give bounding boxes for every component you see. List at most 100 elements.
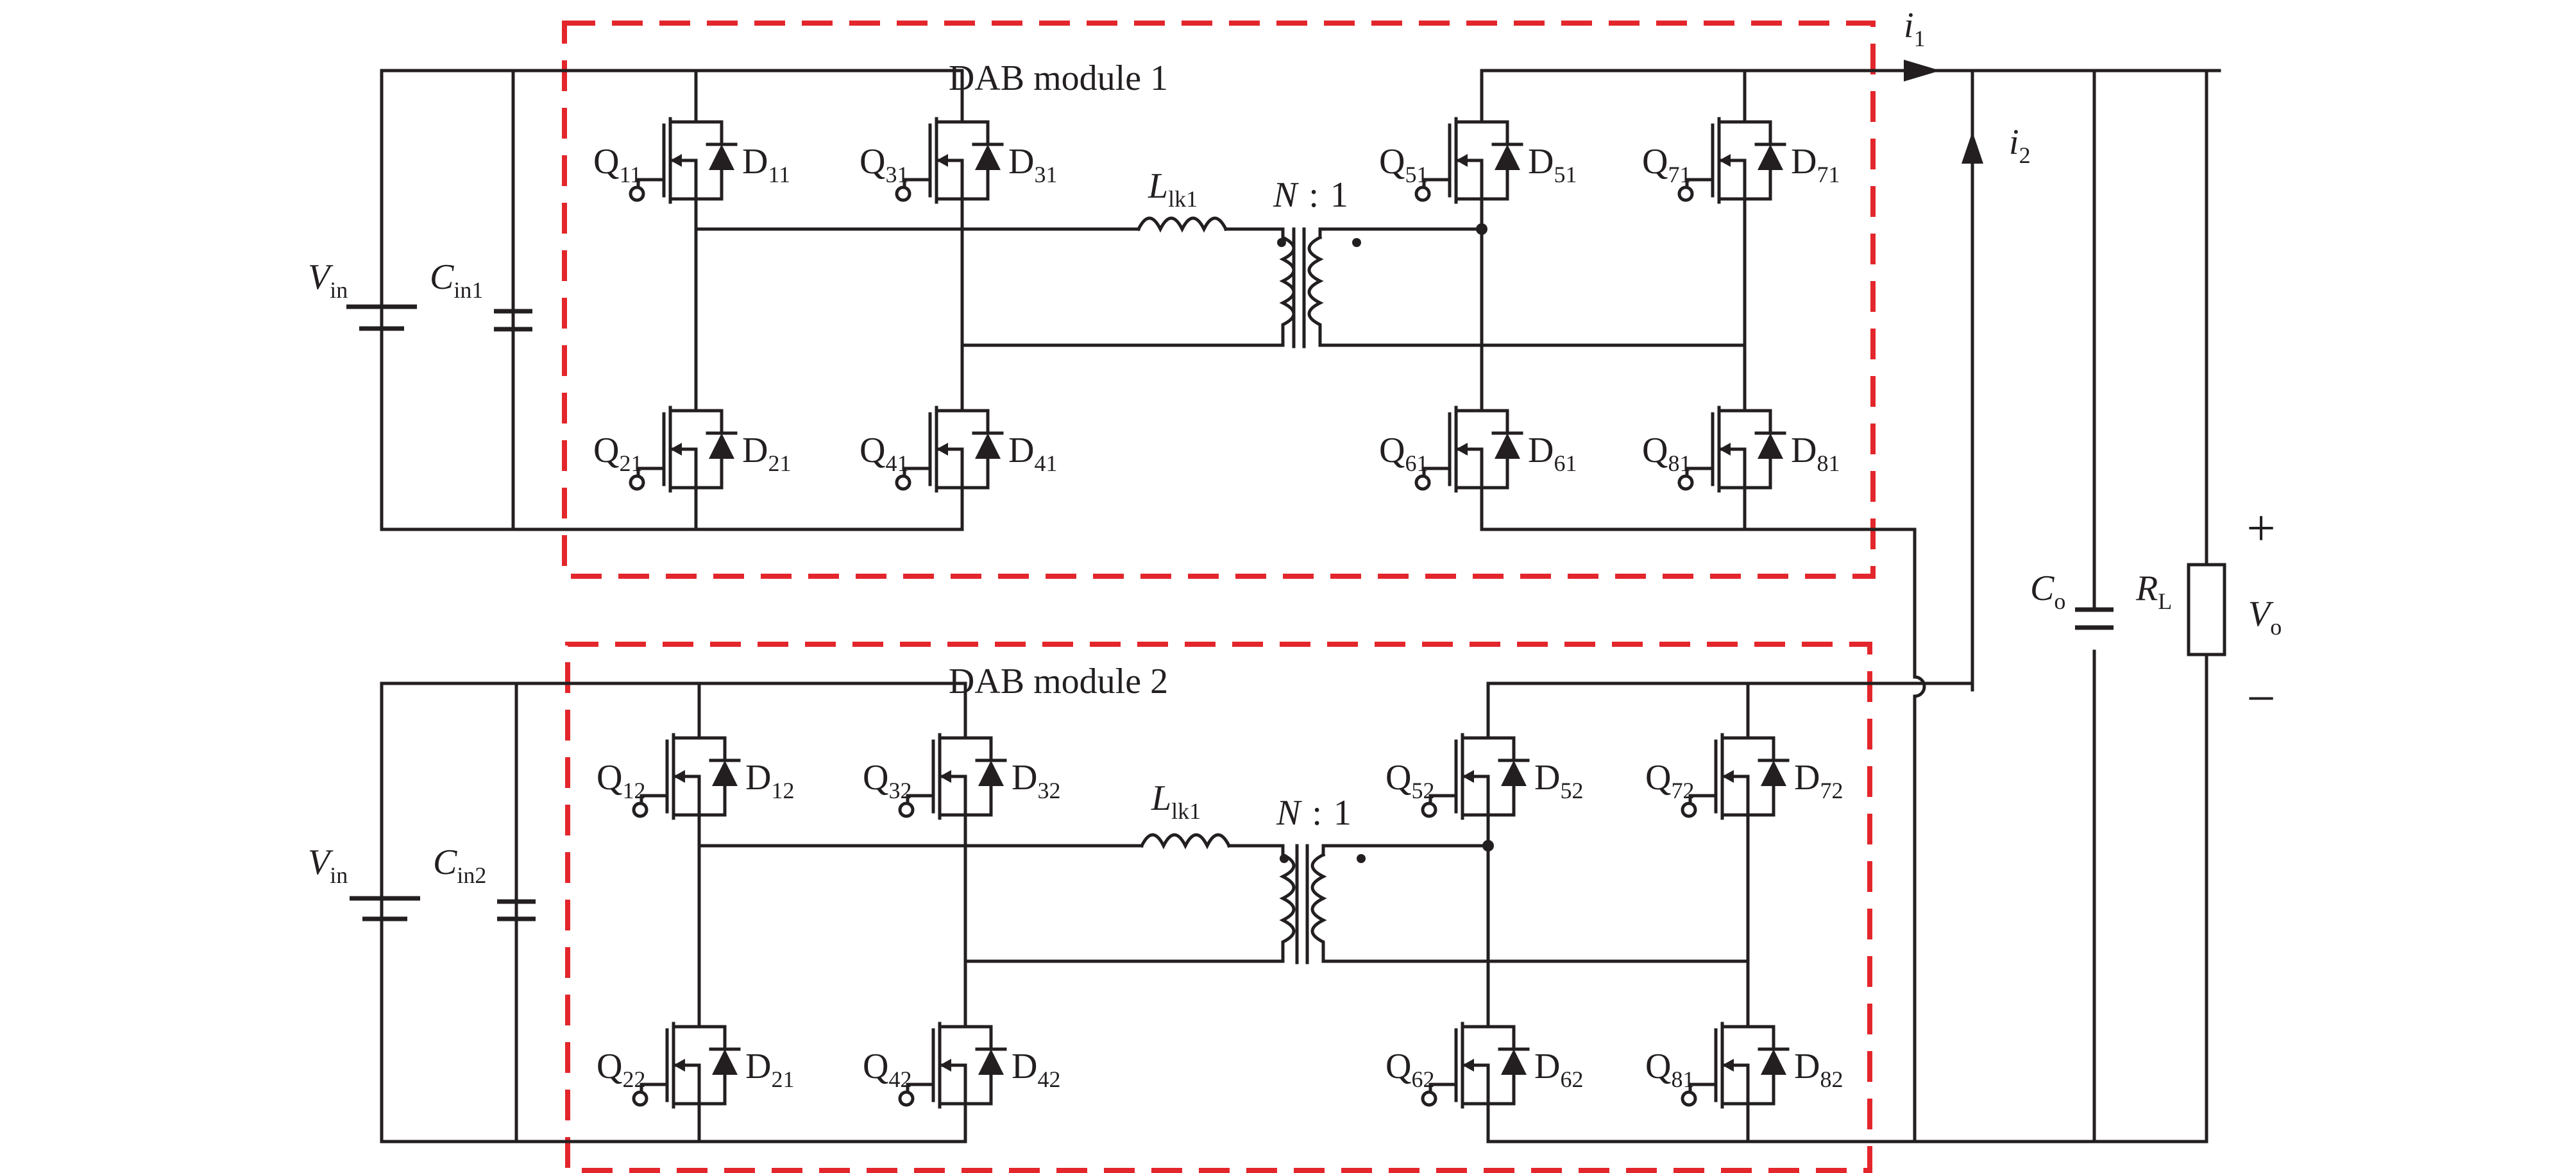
module-2-border [565, 642, 1872, 1173]
i1-arrow-icon [1904, 60, 1940, 81]
diode-label: D31 [1008, 142, 1057, 187]
mosfet-arrow [936, 154, 948, 167]
diode-label: D71 [1791, 142, 1840, 187]
diode-bar [709, 758, 741, 794]
switch-label: Q42 [863, 1047, 911, 1092]
mosfet-arrow [1456, 443, 1468, 456]
module-2-title: DAB module 2 [949, 662, 1168, 701]
module-1-junction [1476, 223, 1487, 235]
mosfet-arrow [674, 1059, 685, 1072]
diode-bar [1754, 431, 1786, 467]
module-2-secondary-bridge-wiring [1486, 681, 2208, 1143]
switch-label: Q21 [593, 431, 642, 476]
diode-label: D21 [742, 431, 791, 476]
gate-terminal [632, 801, 648, 818]
module-1-input-wiring [380, 69, 964, 531]
gate-terminal [1677, 474, 1694, 491]
mosfet-arrow [1456, 154, 1468, 167]
diode-bar [975, 1047, 1007, 1083]
switch-label: Q41 [860, 431, 908, 476]
mosfet-arrow [940, 1059, 951, 1072]
switch-label: Q51 [1379, 142, 1428, 187]
switch-label: Q11 [593, 142, 641, 187]
diode-bar [972, 431, 1004, 467]
switch-label: Q22 [597, 1047, 645, 1092]
diode-bar [1491, 142, 1523, 178]
mosfet-arrow [1719, 443, 1731, 456]
diode-bar [1754, 142, 1786, 178]
diode-icon [1501, 1049, 1527, 1075]
diode-label: D81 [1791, 431, 1840, 476]
mosfet-arrow [1462, 770, 1474, 783]
diode-label: D32 [1012, 758, 1060, 803]
module-2-dc-source-icon [350, 896, 420, 921]
diode-bar [1491, 431, 1523, 467]
diode-label: D41 [1008, 431, 1057, 476]
diode-label: D42 [1012, 1047, 1060, 1092]
switch-q41: Q41 D41 [860, 399, 1057, 499]
mosfet-arrow [936, 443, 948, 456]
diode-icon [978, 760, 1004, 786]
module-2-primary-bridge-wiring [697, 681, 1285, 1143]
diode-icon [1501, 760, 1527, 786]
module-2-primary-dot [1280, 854, 1289, 863]
diode-icon [709, 144, 734, 170]
output-capacitor-icon [2075, 607, 2114, 630]
switch-label: Q32 [863, 758, 911, 803]
diode-icon [712, 760, 738, 786]
gate-terminal [1414, 474, 1431, 491]
diode-label: D72 [1794, 758, 1843, 803]
mosfet-arrow [670, 154, 682, 167]
module-1-title: DAB module 1 [949, 58, 1168, 98]
i2-label: i2 [2009, 123, 2031, 168]
i1-label: i1 [1904, 6, 1926, 51]
diode-bar [706, 142, 738, 178]
mosfet-arrow [1719, 154, 1731, 167]
diode-bar [1498, 758, 1530, 794]
diode-icon [712, 1049, 738, 1075]
module-2-vin-label: Vin [308, 843, 348, 888]
diode-bar [975, 758, 1007, 794]
gate-terminal [1677, 185, 1694, 202]
diode-label: D61 [1528, 431, 1577, 476]
vo-label: Vo [2248, 594, 2282, 640]
diode-bar [972, 142, 1004, 178]
diode-bar [709, 1047, 741, 1083]
module-2-input-capacitor-icon [497, 899, 536, 921]
switch-q32: Q32 D32 [863, 726, 1060, 826]
gate-terminal [629, 185, 645, 202]
switch-label: Q31 [860, 142, 908, 187]
gate-terminal [895, 474, 911, 491]
switch-label: Q12 [597, 758, 645, 803]
diode-bar [1498, 1047, 1530, 1083]
mosfet-arrow [670, 443, 682, 456]
output-stage: i1 i2 Co RL Vo + − [1903, 6, 2282, 1143]
diode-icon [975, 144, 1001, 170]
diode-icon [1758, 433, 1783, 459]
diode-icon [975, 433, 1001, 459]
mosfet-arrow [1722, 770, 1734, 783]
switch-q72: Q72 D72 [1645, 726, 1843, 826]
gate-terminal [898, 1090, 915, 1107]
mosfet-arrow [674, 770, 685, 783]
module-2-output-wire [1903, 69, 1974, 685]
diode-label: D82 [1794, 1047, 1843, 1092]
module-1-input-capacitor-icon [494, 309, 532, 332]
diode-label: D52 [1534, 758, 1583, 803]
switch-q11: Q11 D11 [593, 110, 790, 210]
diode-label: D11 [742, 142, 790, 187]
diode-icon [1758, 144, 1783, 170]
switch-label: Q72 [1645, 758, 1694, 803]
module-2-leakage-inductor-icon [1139, 833, 1232, 850]
module-1-inductor-label: Llk1 [1148, 166, 1198, 212]
vo-plus-sign: + [2246, 501, 2275, 557]
switch-q31: Q31 D31 [860, 110, 1057, 210]
diode-bar [1758, 758, 1790, 794]
switch-q21: Q21 D21 [593, 399, 791, 499]
